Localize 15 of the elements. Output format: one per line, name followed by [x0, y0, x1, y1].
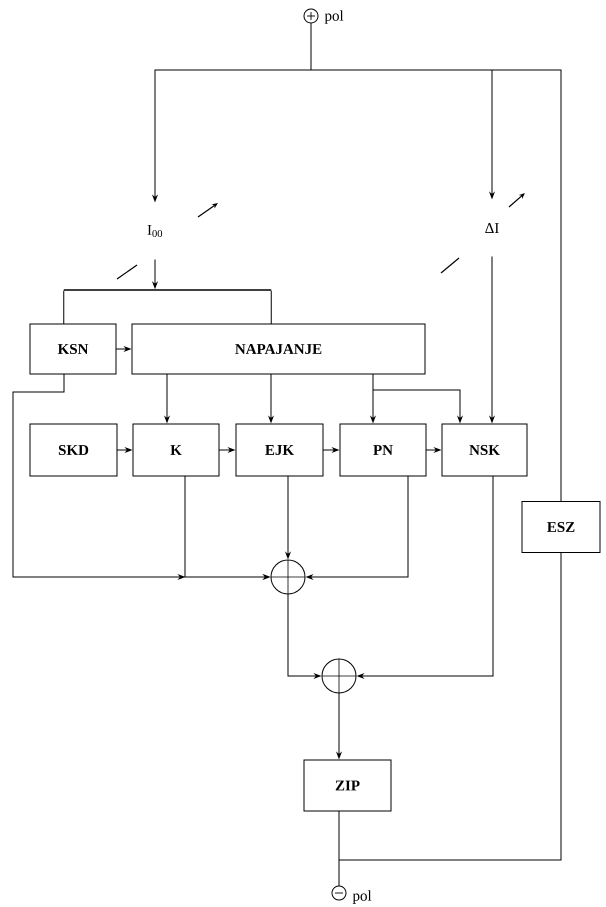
signal-label: I$_{00}$	[148, 224, 162, 238]
block-box: ZIP	[304, 760, 392, 812]
block-box: ESZ	[522, 501, 600, 553]
block-box: EJK	[236, 424, 324, 476]
block-box: SKD	[30, 424, 118, 476]
block-box: NAPAJANJE	[132, 324, 426, 374]
block-box: NSK	[442, 424, 528, 476]
summing-junction	[270, 559, 306, 595]
block-box: K	[132, 424, 220, 476]
terminal-label: pol	[352, 890, 372, 904]
terminal-label: pol	[324, 10, 344, 24]
block-box: PN	[340, 424, 426, 476]
signal-label: ΔI	[485, 223, 499, 233]
block-box: KSN	[30, 324, 116, 374]
summing-junction	[321, 658, 357, 694]
